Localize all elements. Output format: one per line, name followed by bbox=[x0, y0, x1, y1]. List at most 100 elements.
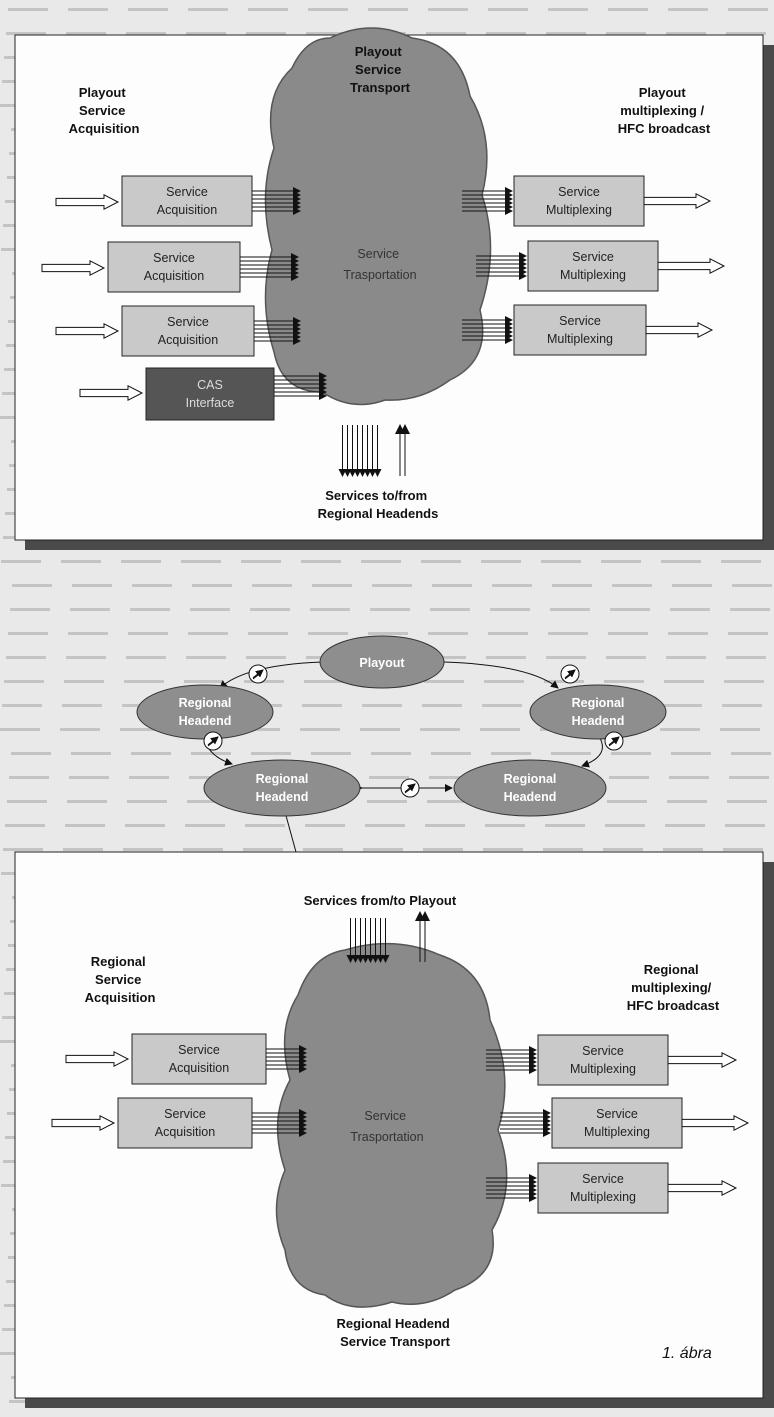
texture-line bbox=[601, 560, 641, 563]
texture-line bbox=[61, 560, 101, 563]
texture-line bbox=[423, 848, 463, 851]
top-input-arrow-2 bbox=[41, 260, 106, 276]
texture-line bbox=[372, 584, 412, 587]
top-cloud-label: Service Trasportation bbox=[343, 247, 416, 282]
texture-line bbox=[243, 848, 283, 851]
texture-line bbox=[610, 608, 650, 611]
top-acq-bundle-3 bbox=[254, 317, 301, 345]
top-acq-label-l2: Service bbox=[79, 103, 125, 118]
texture-line bbox=[192, 584, 232, 587]
texture-line bbox=[546, 656, 586, 659]
figure-caption: 1. ábra bbox=[662, 1345, 712, 1362]
texture-line bbox=[4, 680, 44, 683]
texture-line bbox=[609, 776, 649, 779]
top-mux-bundle-2 bbox=[476, 252, 527, 280]
texture-line bbox=[720, 728, 760, 731]
texture-line bbox=[300, 728, 340, 731]
texture-line bbox=[69, 776, 109, 779]
texture-line bbox=[551, 752, 591, 755]
texture-line bbox=[124, 680, 164, 683]
bottom-cloud-label-line2: Trasportation bbox=[350, 1130, 423, 1144]
top-cas-bundle bbox=[274, 372, 327, 400]
texture-line bbox=[5, 824, 45, 827]
top-output-arrow-2 bbox=[657, 258, 726, 274]
texture-line bbox=[545, 824, 585, 827]
texture-line bbox=[603, 848, 643, 851]
texture-line bbox=[66, 656, 106, 659]
texture-line bbox=[541, 560, 581, 563]
texture-line bbox=[729, 776, 769, 779]
link-playout-headend-right bbox=[436, 657, 559, 689]
top-mux-label-l3: HFC broadcast bbox=[618, 121, 711, 136]
texture-line bbox=[546, 32, 586, 35]
texture-line bbox=[1, 560, 41, 563]
top-acq-label-l1: Playout bbox=[79, 85, 127, 100]
texture-line bbox=[132, 584, 172, 587]
texture-line bbox=[121, 560, 161, 563]
texture-line bbox=[302, 704, 342, 707]
router-icon bbox=[203, 731, 223, 751]
link-playout-headend-left bbox=[219, 657, 330, 689]
bottom-top-label: Services from/to Playout bbox=[304, 893, 457, 908]
texture-line bbox=[662, 704, 702, 707]
texture-line bbox=[426, 656, 466, 659]
texture-line bbox=[129, 776, 169, 779]
top-input-arrow-1 bbox=[55, 194, 120, 210]
texture-line bbox=[72, 584, 112, 587]
texture-line bbox=[481, 560, 521, 563]
top-acq-bundle-1 bbox=[252, 187, 301, 215]
top-trans-label-l1: Playout bbox=[355, 44, 403, 59]
top-acquisition-label: Playout Service Acquisition bbox=[69, 85, 140, 136]
texture-line bbox=[668, 8, 708, 11]
bottom-acquisition-label: Regional Service Acquisition bbox=[85, 954, 156, 1005]
texture-line bbox=[668, 632, 708, 635]
top-mux-bundle-3 bbox=[462, 316, 513, 344]
texture-line bbox=[482, 704, 522, 707]
bottom-mux-bundle-2 bbox=[500, 1109, 551, 1137]
top-acq-bundle-2 bbox=[240, 253, 299, 281]
texture-line bbox=[430, 608, 470, 611]
texture-line bbox=[552, 584, 592, 587]
texture-line bbox=[365, 824, 405, 827]
texture-line bbox=[362, 704, 402, 707]
texture-line bbox=[8, 8, 48, 11]
texture-line bbox=[126, 656, 166, 659]
texture-line bbox=[68, 8, 108, 11]
texture-line bbox=[664, 680, 704, 683]
top-cloud-label-line1: Service bbox=[357, 247, 399, 261]
texture-line bbox=[486, 656, 526, 659]
texture-line bbox=[246, 656, 286, 659]
texture-line bbox=[70, 608, 110, 611]
link-to-bottom-panel bbox=[284, 811, 297, 853]
texture-line bbox=[187, 800, 227, 803]
texture-line bbox=[728, 632, 768, 635]
texture-line bbox=[63, 848, 103, 851]
texture-line bbox=[123, 848, 163, 851]
texture-line bbox=[303, 848, 343, 851]
texture-line bbox=[731, 752, 771, 755]
top-panel: Service Trasportation Playout Service Ac… bbox=[14, 27, 774, 550]
bottom-acq-bundle-2 bbox=[252, 1109, 307, 1137]
texture-line bbox=[128, 632, 168, 635]
texture-line bbox=[183, 848, 223, 851]
texture-line bbox=[6, 32, 46, 35]
texture-line bbox=[310, 608, 350, 611]
texture-line bbox=[128, 8, 168, 11]
router-icon-tick bbox=[404, 786, 414, 794]
texture-line bbox=[246, 32, 286, 35]
top-input-arrow-3 bbox=[55, 323, 120, 339]
